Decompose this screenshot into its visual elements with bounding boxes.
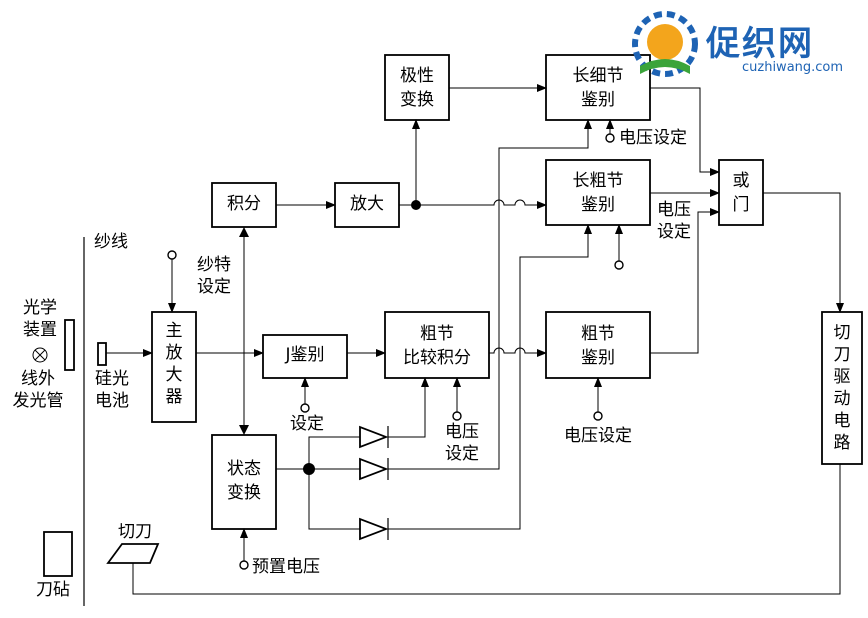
- integral-label: 积分: [227, 194, 261, 214]
- yarn-count-set-label: 纱特设定: [197, 255, 231, 297]
- cutter-drive-block: [821, 311, 863, 465]
- silicon-cell-symbol: [97, 342, 107, 366]
- coarse-detect-label: 粗节鉴别: [581, 324, 615, 368]
- logo-url: cuzhiwang.com: [742, 60, 844, 75]
- state-switch-label: 状态变换: [227, 459, 261, 503]
- silicon-cell-label: 硅光电池: [95, 369, 129, 411]
- polarity-block: [384, 54, 450, 121]
- or-gate-block: [718, 159, 764, 226]
- long-coarse-voltage-set-label: 电压设定: [657, 200, 691, 242]
- coarse-compare-set-label: 电压设定: [445, 422, 479, 464]
- blade-anvil-symbol: [43, 531, 73, 577]
- long-fine-voltage-set-label: 电压设定: [619, 128, 687, 148]
- logo-name: 促织网: [706, 24, 814, 64]
- or-gate-label: 或门: [732, 171, 750, 215]
- j-detect-label: J鉴别: [285, 345, 325, 365]
- coarse-voltage-set-label: 电压设定: [564, 426, 632, 446]
- coarse-compare-block: [384, 311, 490, 379]
- main-amp-label: 主放大器: [165, 321, 183, 407]
- optical-window: [64, 319, 75, 371]
- long-fine-label: 长细节鉴别: [572, 66, 624, 110]
- amplify-label: 放大: [350, 194, 384, 214]
- blade-anvil-label: 刀砧: [36, 580, 70, 600]
- j-set-label: 设定: [290, 414, 324, 434]
- yarn-label: 纱线: [94, 232, 128, 252]
- logo-icon: [632, 11, 698, 77]
- j-detect-block: [262, 334, 348, 379]
- state-switch-block: [211, 434, 277, 530]
- cutter-drive-label: 切刀驱动电路: [833, 323, 851, 453]
- long-coarse-block: [545, 159, 651, 226]
- long-coarse-label: 长粗节鉴别: [572, 171, 624, 215]
- polarity-label: 极性变换: [400, 66, 434, 110]
- blade-label: 切刀: [118, 522, 152, 542]
- preset-voltage-label: 预置电压: [252, 557, 320, 577]
- main-amp-block: [151, 311, 197, 423]
- coarse-detect-block: [545, 311, 651, 379]
- ir-led-label: 线外发光管: [12, 369, 64, 411]
- blade-symbol: [106, 543, 160, 564]
- long-fine-block: [545, 54, 651, 121]
- coarse-compare-label: 粗节比较积分: [403, 324, 471, 368]
- optical-device-label: 光学装置: [23, 298, 57, 340]
- ir-led-symbol: [32, 347, 48, 363]
